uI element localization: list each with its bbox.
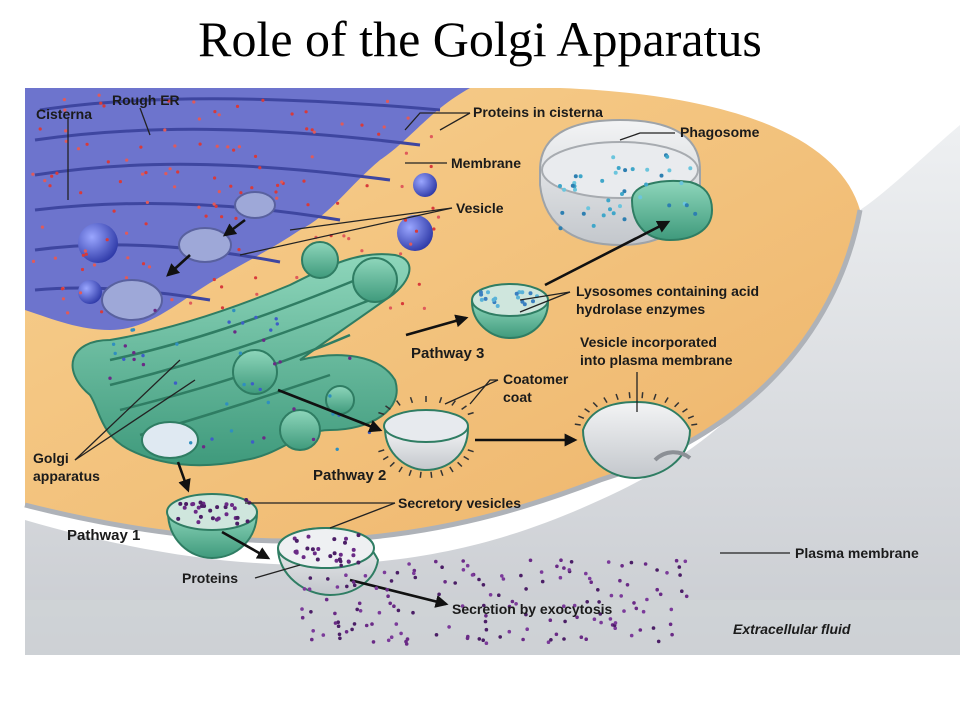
label-vesicle: Vesicle bbox=[456, 200, 504, 216]
label-lysosomes-1: Lysosomes containing acid bbox=[576, 283, 759, 299]
label-secretion: Secretion by exocytosis bbox=[452, 601, 613, 617]
plasma-membrane-slab bbox=[25, 125, 960, 655]
label-extracellular-fluid: Extracellular fluid bbox=[733, 621, 851, 637]
golgi-apparatus bbox=[71, 241, 411, 467]
label-lysosomes-2: hydrolase enzymes bbox=[576, 301, 705, 317]
label-golgi-1: Golgi bbox=[33, 450, 69, 466]
exocytosis-vesicle bbox=[276, 526, 380, 597]
label-plasma-membrane: Plasma membrane bbox=[795, 545, 919, 561]
label-pathway-1: Pathway 1 bbox=[67, 527, 140, 544]
extracellular-strip bbox=[25, 600, 960, 655]
label-pathway-2: Pathway 2 bbox=[313, 467, 386, 484]
label-phagosome: Phagosome bbox=[680, 124, 760, 140]
coatomer-vesicle bbox=[378, 396, 474, 478]
label-proteins: Proteins bbox=[182, 570, 238, 586]
leader-lines bbox=[67, 107, 790, 579]
label-coatomer-1: Coatomer bbox=[503, 371, 569, 387]
label-secretory-vesicles: Secretory vesicles bbox=[398, 495, 521, 511]
label-rough-er: Rough ER bbox=[112, 92, 180, 108]
label-coatomer-2: coat bbox=[503, 389, 532, 405]
pathway-arrows bbox=[166, 218, 671, 608]
label-pathway-3: Pathway 3 bbox=[411, 345, 484, 362]
secreted-proteins bbox=[300, 558, 689, 646]
er-vesicles bbox=[101, 191, 276, 321]
label-vesicle-incorporated-2: into plasma membrane bbox=[580, 352, 733, 368]
page-title: Role of the Golgi Apparatus bbox=[198, 11, 762, 67]
lysosome bbox=[470, 283, 550, 340]
label-golgi-2: apparatus bbox=[33, 468, 100, 484]
label-cisterna: Cisterna bbox=[36, 106, 92, 122]
label-membrane: Membrane bbox=[451, 155, 521, 171]
phagosome bbox=[539, 118, 714, 247]
label-vesicle-incorporated-1: Vesicle incorporated bbox=[580, 334, 717, 350]
incorporated-vesicle bbox=[574, 392, 698, 480]
label-proteins-in-cisterna: Proteins in cisterna bbox=[473, 104, 603, 120]
secretory-vesicle bbox=[166, 493, 259, 560]
